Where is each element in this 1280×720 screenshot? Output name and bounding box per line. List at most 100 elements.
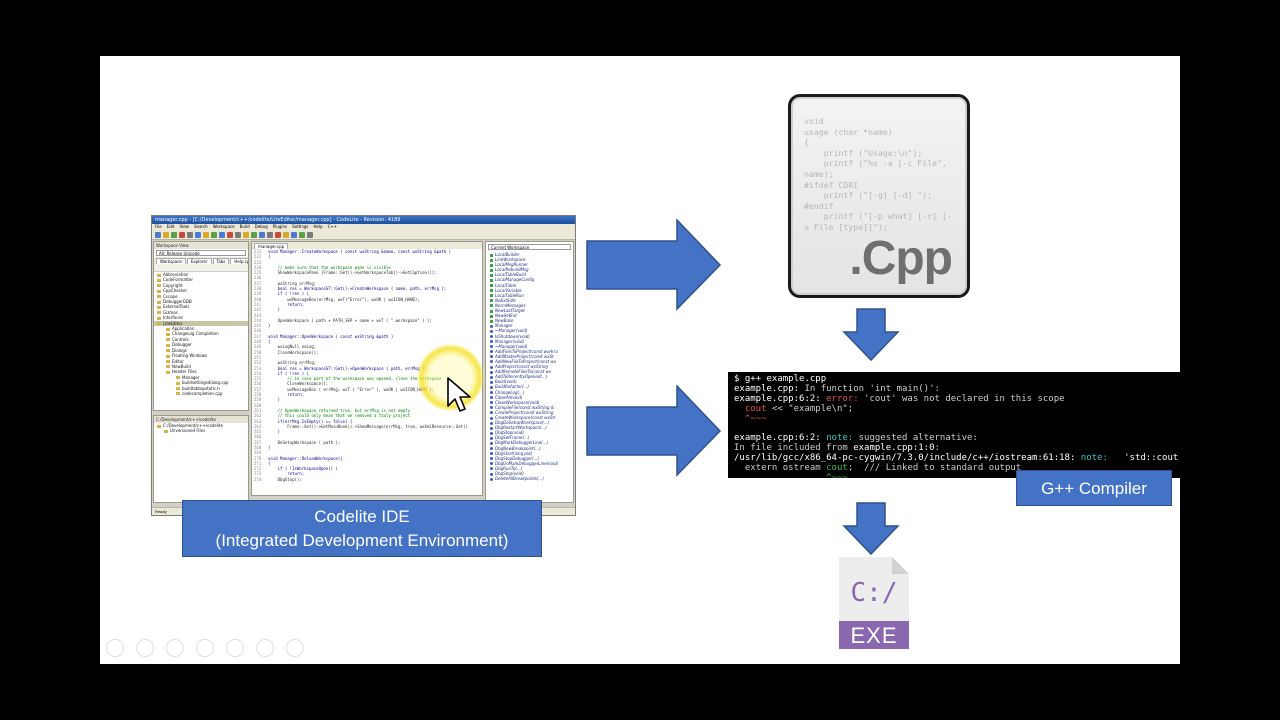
outline-item[interactable]: ~Manager(void) bbox=[486, 328, 573, 333]
outline-item[interactable]: DbgStopDebugger(...) bbox=[486, 456, 573, 461]
tree-item[interactable]: Editor bbox=[154, 359, 248, 364]
tree-item[interactable]: Abbreviation bbox=[154, 272, 248, 277]
tree-item[interactable]: Copyright bbox=[154, 283, 248, 288]
outline-item[interactable]: Manager(void) bbox=[486, 339, 573, 344]
outline-item[interactable]: DbgRunTo(...) bbox=[486, 466, 573, 471]
outline-item[interactable]: LocalVariable bbox=[486, 288, 573, 293]
zoom-icon[interactable] bbox=[226, 639, 244, 657]
outline-item[interactable]: ~Manager(void) bbox=[486, 344, 573, 349]
toolbar-icon[interactable] bbox=[227, 232, 233, 238]
toolbar-icon[interactable] bbox=[179, 232, 185, 238]
toolbar-icon[interactable] bbox=[219, 232, 225, 238]
tree-item[interactable]: NewBuild bbox=[154, 364, 248, 369]
ide-menu-item[interactable]: Build bbox=[239, 224, 250, 229]
toolbar-icon[interactable] bbox=[275, 232, 281, 238]
tree-item[interactable]: CppChecker bbox=[154, 288, 248, 293]
ide-menu-item[interactable]: Plugins bbox=[272, 224, 288, 229]
outline-item[interactable]: DbgNewBreakpoint(...) bbox=[486, 446, 573, 451]
tree-item[interactable]: buildtabtopstatic.h bbox=[154, 386, 248, 391]
ide-menu-item[interactable]: View bbox=[179, 224, 189, 229]
toolbar-icon[interactable] bbox=[307, 232, 313, 238]
outline-item[interactable]: NormMessages bbox=[486, 303, 573, 308]
outline-item[interactable]: CompileFile(const wxString & bbox=[486, 405, 573, 410]
toolbar-icon[interactable] bbox=[267, 232, 273, 238]
slideshow-controls[interactable] bbox=[106, 639, 304, 657]
toolbar-icon[interactable] bbox=[163, 232, 169, 238]
tree-item[interactable]: Dialogs bbox=[154, 348, 248, 353]
toolbar-icon[interactable] bbox=[171, 232, 177, 238]
toolbar-icon[interactable] bbox=[299, 232, 305, 238]
outline-item[interactable]: CreateWorkspace(const wxStr bbox=[486, 415, 573, 420]
pen-icon[interactable] bbox=[166, 639, 184, 657]
outline-item[interactable]: LocalTable bbox=[486, 283, 573, 288]
outline-item[interactable]: LineWorkspace bbox=[486, 257, 573, 262]
ide-menu-item[interactable]: Help bbox=[313, 224, 323, 229]
slides-icon[interactable] bbox=[196, 639, 214, 657]
outline-item[interactable]: IsShutdown(void) bbox=[486, 334, 573, 339]
outline-item[interactable]: LocalRebuildMsg bbox=[486, 267, 573, 272]
outline-item[interactable]: Build(void) bbox=[486, 379, 573, 384]
outline-item[interactable]: LocalMsgRunner bbox=[486, 262, 573, 267]
ide-menu-item[interactable]: C++ bbox=[327, 224, 338, 229]
outline-item[interactable]: LocalTableRun bbox=[486, 293, 573, 298]
tree-item[interactable]: Interfaces bbox=[154, 315, 248, 320]
toolbar-icon[interactable] bbox=[195, 232, 201, 238]
outline-item[interactable]: AddMasterProject(const wxSt bbox=[486, 354, 573, 359]
toolbar-icon[interactable] bbox=[211, 232, 217, 238]
workspace-tab[interactable]: Explorer bbox=[186, 258, 212, 264]
outline-item[interactable]: CloseWorkspace(void) bbox=[486, 400, 573, 405]
ide-menu-item[interactable]: Workspace bbox=[212, 224, 235, 229]
previous-slide-icon[interactable] bbox=[106, 639, 124, 657]
toolbar-icon[interactable] bbox=[155, 232, 161, 238]
ide-menu-item[interactable]: File bbox=[155, 224, 162, 229]
tree-item[interactable]: Cscope bbox=[154, 294, 248, 299]
next-slide-icon[interactable] bbox=[136, 639, 154, 657]
tree-item[interactable]: Application bbox=[154, 326, 248, 331]
outline-item[interactable]: ChangeLog(...) bbox=[486, 390, 573, 395]
outline-item[interactable]: DbgStop(void) bbox=[486, 471, 573, 476]
tree-item[interactable]: codecompletion.cpp bbox=[154, 391, 248, 396]
ide-menu-item[interactable]: Edit bbox=[166, 224, 175, 229]
toolbar-icon[interactable] bbox=[243, 232, 249, 238]
ide-menu-item[interactable]: Settings bbox=[292, 224, 309, 229]
outline-item[interactable]: AddRemoteFilesTo(const wx bbox=[486, 369, 573, 374]
git-tree-item[interactable]: Unversioned Files bbox=[154, 428, 248, 433]
tree-item[interactable]: ChangeLog Completion bbox=[154, 331, 248, 336]
toolbar-icon[interactable] bbox=[251, 232, 257, 238]
toolbar-icon[interactable] bbox=[283, 232, 289, 238]
outline-item[interactable]: NoExtSafe bbox=[486, 298, 573, 303]
more-options-icon[interactable] bbox=[286, 639, 304, 657]
tree-item[interactable]: ExternalTools bbox=[154, 304, 248, 309]
outline-item[interactable]: AddToRecentlyOpened(...) bbox=[486, 374, 573, 379]
tree-item[interactable]: Manager bbox=[154, 375, 248, 380]
outline-item[interactable]: AddProject(const wxString bbox=[486, 364, 573, 369]
outline-item[interactable]: DbgRestartWorkspace(...) bbox=[486, 425, 573, 430]
outline-item[interactable]: NewBase bbox=[486, 318, 573, 323]
workspace-tab[interactable]: Help.cpp bbox=[230, 258, 248, 264]
tree-item[interactable]: LiteEditor bbox=[154, 320, 248, 327]
workspace-tab[interactable]: Workspace bbox=[156, 258, 186, 264]
outline-item[interactable]: CreateProject(const wxString bbox=[486, 410, 573, 415]
workspace-tab[interactable]: Tabs bbox=[212, 258, 230, 264]
outline-item[interactable]: DbgStop(void) bbox=[486, 430, 573, 435]
toolbar-icon[interactable] bbox=[203, 232, 209, 238]
outline-item[interactable]: DeleteAllBreakpoints(...) bbox=[486, 476, 573, 481]
outline-item[interactable]: LocalBuilder bbox=[486, 252, 573, 257]
tree-item[interactable]: buildsettingsdialog.cpp bbox=[154, 380, 248, 385]
ide-menu-item[interactable]: Search bbox=[193, 224, 208, 229]
subtitles-icon[interactable] bbox=[256, 639, 274, 657]
toolbar-icon[interactable] bbox=[291, 232, 297, 238]
tree-item[interactable]: Header Files bbox=[154, 369, 248, 374]
ide-menu-item[interactable]: Debug bbox=[254, 224, 268, 229]
tree-item[interactable]: Debugger bbox=[154, 342, 248, 347]
tree-item[interactable]: Floating Windows bbox=[154, 353, 248, 358]
toolbar-icon[interactable] bbox=[235, 232, 241, 238]
toolbar-icon[interactable] bbox=[259, 232, 265, 238]
outline-item[interactable]: BuildRefactor(...) bbox=[486, 384, 573, 389]
outline-item[interactable]: LocalTableBuild bbox=[486, 272, 573, 277]
outline-item[interactable]: DbgSetFrame(...) bbox=[486, 435, 573, 440]
tree-item[interactable]: DebuggerGDB bbox=[154, 299, 248, 304]
toolbar-icon[interactable] bbox=[187, 232, 193, 238]
outline-item[interactable]: Manager bbox=[486, 323, 573, 328]
tree-item[interactable]: Gizmos bbox=[154, 310, 248, 315]
